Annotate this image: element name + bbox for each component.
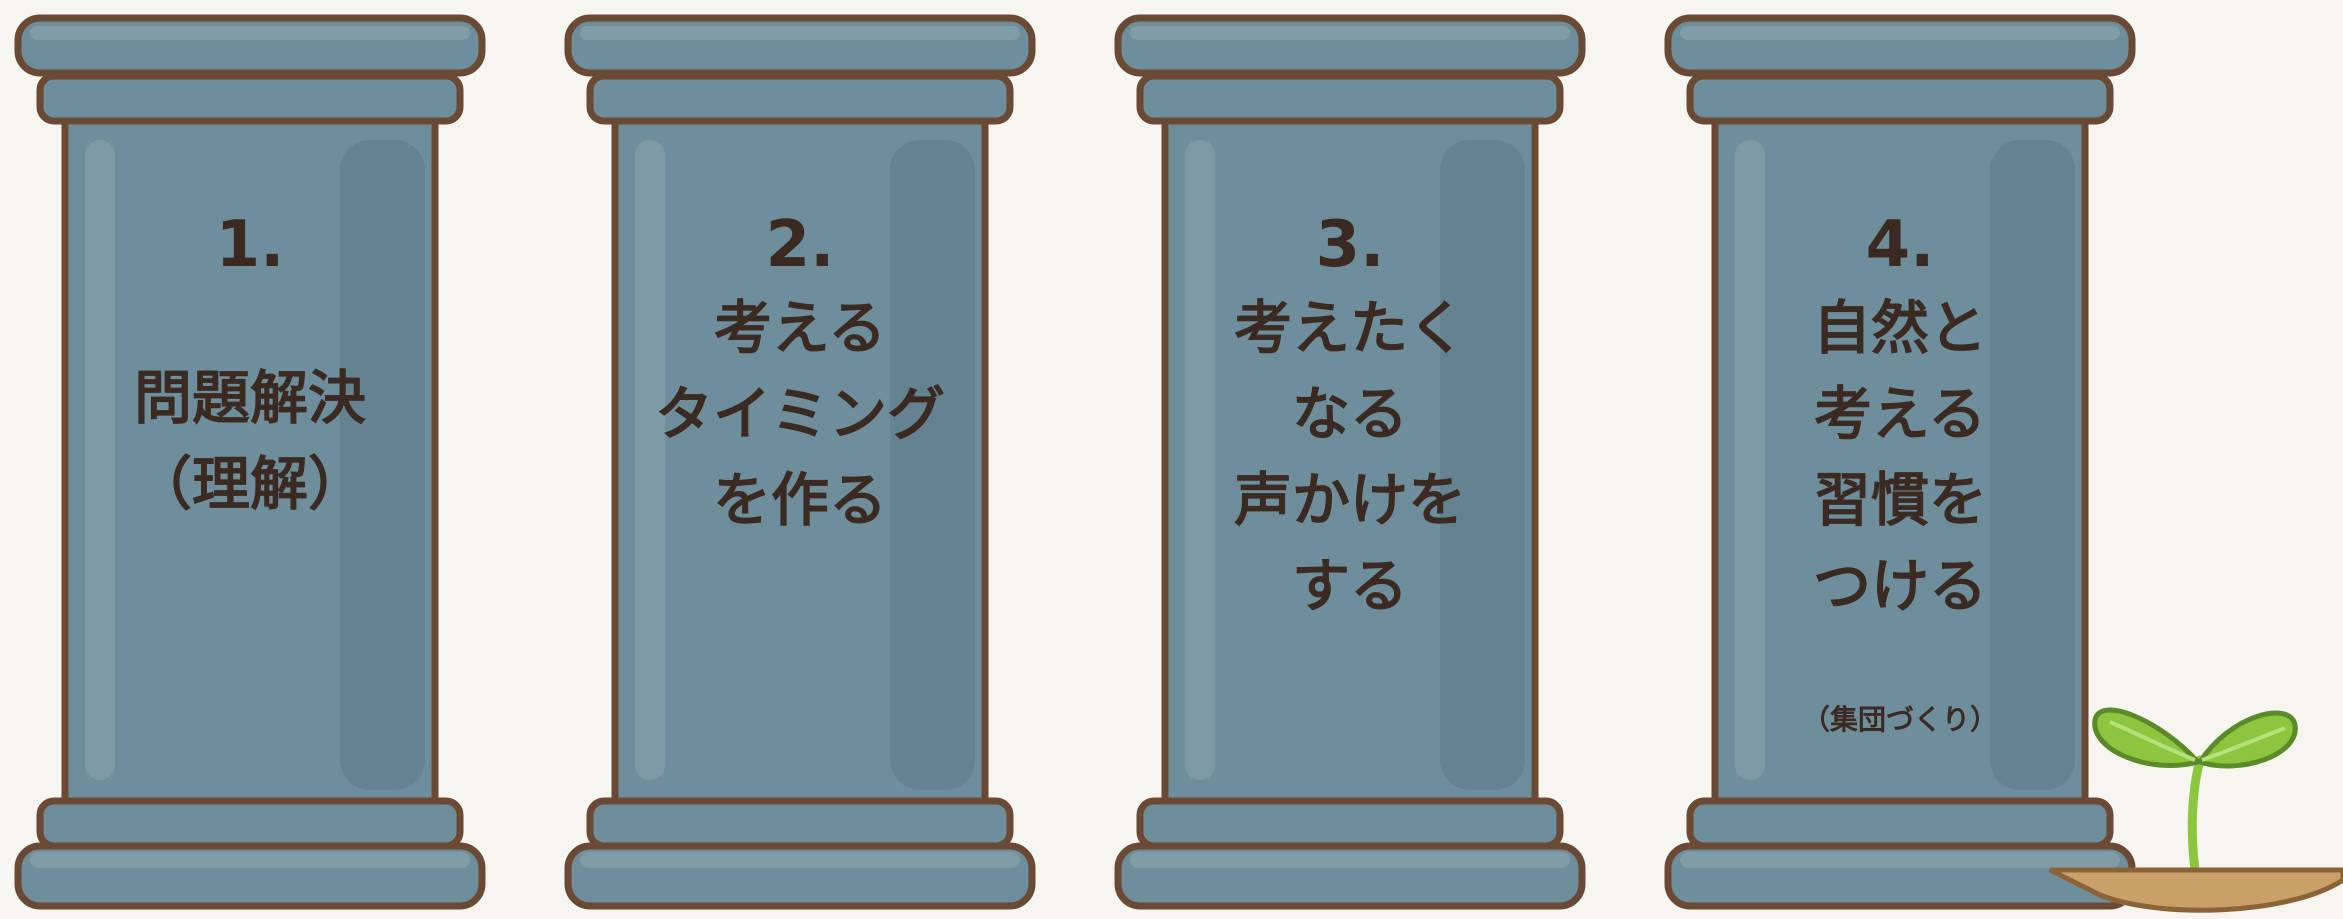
pillar-3: 3.考えたくなる声かけをする — [1110, 0, 1590, 919]
pillar-number: 3. — [1315, 208, 1385, 282]
pillar-title-line: 自然と — [1812, 294, 1987, 362]
pillar-title-line: なる — [1291, 380, 1408, 448]
pillar-1: 1. 問題解決 （理解） — [10, 0, 490, 919]
pillar-title: 自然と考える習慣をつける — [1710, 285, 2090, 629]
pillar-title-line: タイミング — [654, 380, 945, 448]
pillar-4: 4.自然と考える習慣をつける（集団づくり） — [1660, 0, 2140, 919]
pillar-title-line: 考える — [1813, 380, 1987, 448]
pillar-title-line: 声かけを — [1233, 466, 1466, 534]
pillar-number: 2. — [765, 208, 835, 282]
pillar-title-line: 考えたく — [1233, 294, 1466, 362]
pillar-title: 考えたくなる声かけをする — [1160, 285, 1540, 629]
pillar-title-line: 習慣を — [1812, 466, 1987, 534]
pillar-number: 1. — [215, 208, 285, 282]
pillar-title-line: する — [1291, 552, 1408, 620]
pillar-icon — [1114, 14, 1586, 910]
pillar-title-line: 問題解決 — [133, 364, 366, 432]
pillar-note: （集団づくり） — [1801, 703, 1998, 736]
pillar-icon — [1664, 14, 2136, 910]
pillar-title-line: 考える — [713, 294, 887, 362]
pillar-icon — [14, 14, 486, 910]
pillar-2: 2.考えるタイミングを作る — [560, 0, 1040, 919]
sprout-icon — [2048, 707, 2343, 913]
pillar-icon — [564, 14, 1036, 910]
pillar-title: 問題解決 （理解） — [60, 355, 440, 527]
pillar-title-line: を作る — [712, 466, 887, 534]
pillar-title-line: （理解） — [133, 450, 366, 518]
pillar-title-line: つける — [1812, 552, 1987, 620]
pillar-title: 考えるタイミングを作る — [610, 285, 990, 543]
pillar-number: 4. — [1865, 208, 1935, 282]
